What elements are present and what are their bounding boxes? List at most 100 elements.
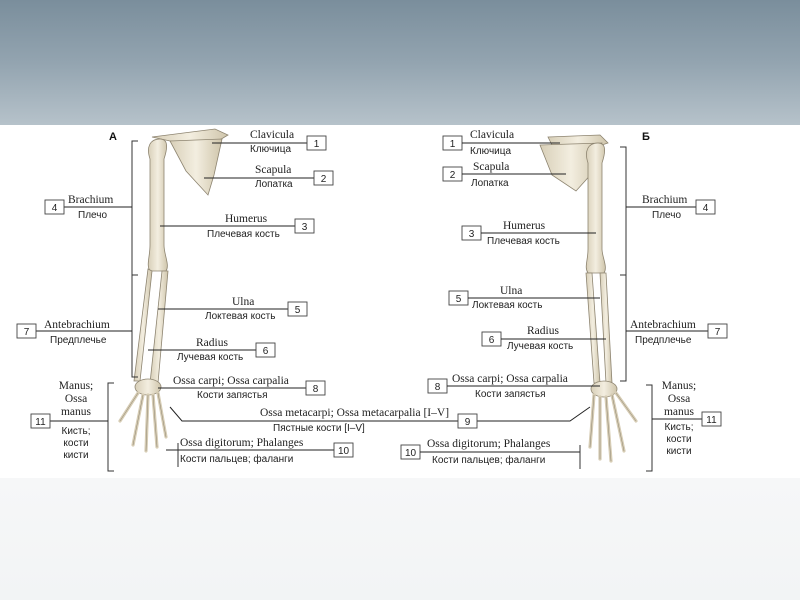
panel-label-b: Б	[642, 131, 650, 143]
b-num-11: 11	[706, 415, 717, 426]
figure-b-bones	[539, 134, 638, 463]
a-antebrachium-rus: Предплечье	[50, 335, 107, 346]
a-scapula-lat: Scapula	[255, 164, 291, 176]
b-clavicula-lat: Clavicula	[470, 129, 514, 141]
a-num-box-2	[313, 170, 334, 186]
b-manus-rus2: кости	[666, 434, 691, 445]
a-antebrachium-bracket	[131, 274, 138, 378]
footer-band	[0, 478, 800, 600]
a-manus-lat3: manus	[61, 406, 92, 418]
a-manus-lat1: Manus;	[59, 380, 94, 392]
b-num-3: 3	[469, 229, 475, 240]
b-scapula-lat: Scapula	[473, 161, 509, 173]
a-digitorum-lat: Ossa digitorum; Phalanges	[180, 437, 304, 449]
a-num-box-8	[305, 380, 326, 396]
metacarpi-leader-left	[169, 406, 458, 422]
b-radius-lat: Radius	[527, 325, 559, 337]
a-clavicula-lat: Clavicula	[250, 129, 294, 141]
a-humerus-rus: Плечевая кость	[207, 229, 280, 240]
a-num-box-6	[255, 342, 276, 358]
metacarpi-rus: Пястные кости [I–V]	[273, 423, 365, 434]
b-antebrachium-rus: Предплечье	[635, 335, 692, 346]
b-num-5: 5	[456, 294, 462, 305]
a-num-7: 7	[24, 327, 30, 338]
a-humerus-lat: Humerus	[225, 213, 268, 225]
b-num-4: 4	[703, 203, 709, 214]
a-scapula-rus: Лопатка	[255, 179, 293, 190]
a-manus-lat2: Ossa	[65, 393, 87, 405]
a-num-box-11	[30, 413, 51, 429]
a-clavicula-rus: Ключица	[250, 144, 291, 155]
a-num-10: 10	[338, 446, 350, 457]
arm-skeleton-diagram: А Clavicula Ключица 1 Scapula Лопатка 2 …	[0, 125, 800, 478]
header-band	[0, 0, 800, 125]
b-ulna-lat: Ulna	[500, 285, 522, 297]
a-num-4: 4	[52, 203, 58, 214]
b-ulna-rus: Локтевая кость	[472, 300, 542, 311]
b-num-6: 6	[489, 335, 495, 346]
b-brachium-bracket	[620, 146, 627, 276]
a-carpi-rus: Кости запястья	[197, 390, 268, 401]
b-num-10: 10	[405, 448, 417, 459]
b-carpi-lat: Ossa carpi; Ossa carpalia	[452, 373, 568, 385]
a-antebrachium-lat: Antebrachium	[44, 319, 110, 331]
b-num-1: 1	[450, 139, 456, 150]
figure-a-bones	[118, 128, 229, 453]
a-manus-rus2: кости	[63, 438, 88, 449]
a-ulna-lat: Ulna	[232, 296, 254, 308]
b-humerus-lat: Humerus	[503, 220, 546, 232]
a-ulna-rus: Локтевая кость	[205, 311, 275, 322]
b-manus-rus1: Кисть;	[665, 422, 694, 433]
a-brachium-lat: Brachium	[68, 194, 113, 206]
b-carpi-rus: Кости запястья	[475, 389, 546, 400]
a-digitorum-rus: Кости пальцев; фаланги	[180, 453, 293, 465]
b-manus-rus3: кисти	[666, 446, 691, 457]
a-manus-rus3: кисти	[63, 450, 88, 461]
a-num-2: 2	[321, 174, 327, 185]
b-manus-lat3: manus	[664, 406, 695, 418]
b-num-8: 8	[435, 382, 441, 393]
a-num-3: 3	[302, 222, 308, 233]
b-manus-lat2: Ossa	[668, 393, 690, 405]
a-num-box-4	[44, 199, 65, 215]
b-num-box-7	[707, 323, 728, 339]
num-9: 9	[465, 417, 471, 428]
diagram-canvas: А Clavicula Ключица 1 Scapula Лопатка 2 …	[16, 128, 728, 472]
a-num-8: 8	[313, 384, 319, 395]
a-manus-rus1: Кисть;	[62, 426, 91, 437]
b-scapula-rus: Лопатка	[471, 178, 509, 189]
b-num-box-11	[701, 411, 722, 427]
a-brachium-rus: Плечо	[78, 210, 107, 221]
num-box-9	[457, 413, 478, 429]
a-radius-rus: Лучевая кость	[177, 352, 243, 363]
b-brachium-lat: Brachium	[642, 194, 687, 206]
a-num-11: 11	[35, 417, 46, 428]
b-clavicula-rus: Ключица	[470, 146, 511, 157]
a-brachium-bracket	[131, 140, 138, 276]
b-num-box-4	[695, 199, 716, 215]
a-num-5: 5	[295, 305, 301, 316]
a-num-box-1	[306, 135, 327, 151]
b-antebrachium-bracket	[620, 274, 627, 382]
b-digitorum-lat: Ossa digitorum; Phalanges	[427, 438, 551, 450]
b-manus-bracket	[646, 384, 653, 472]
a-carpi-lat: Ossa carpi; Ossa carpalia	[173, 375, 289, 387]
a-num-box-10	[333, 442, 354, 458]
a-manus-bracket	[107, 382, 114, 472]
b-manus-lat1: Manus;	[662, 380, 697, 392]
b-humerus-rus: Плечевая кость	[487, 236, 560, 247]
b-radius-rus: Лучевая кость	[507, 341, 573, 352]
b-antebrachium-lat: Antebrachium	[630, 319, 696, 331]
a-num-box-7	[16, 323, 37, 339]
a-radius-lat: Radius	[196, 337, 228, 349]
a-num-1: 1	[314, 139, 320, 150]
a-num-box-5	[287, 301, 308, 317]
panel-label-a: А	[109, 131, 117, 143]
b-digitorum-rus: Кости пальцев; фаланги	[432, 454, 545, 466]
a-num-box-3	[294, 218, 315, 234]
metacarpi-leader-right	[477, 406, 591, 422]
b-brachium-rus: Плечо	[652, 210, 681, 221]
a-num-6: 6	[263, 346, 269, 357]
b-num-7: 7	[715, 327, 721, 338]
b-num-2: 2	[450, 170, 456, 181]
